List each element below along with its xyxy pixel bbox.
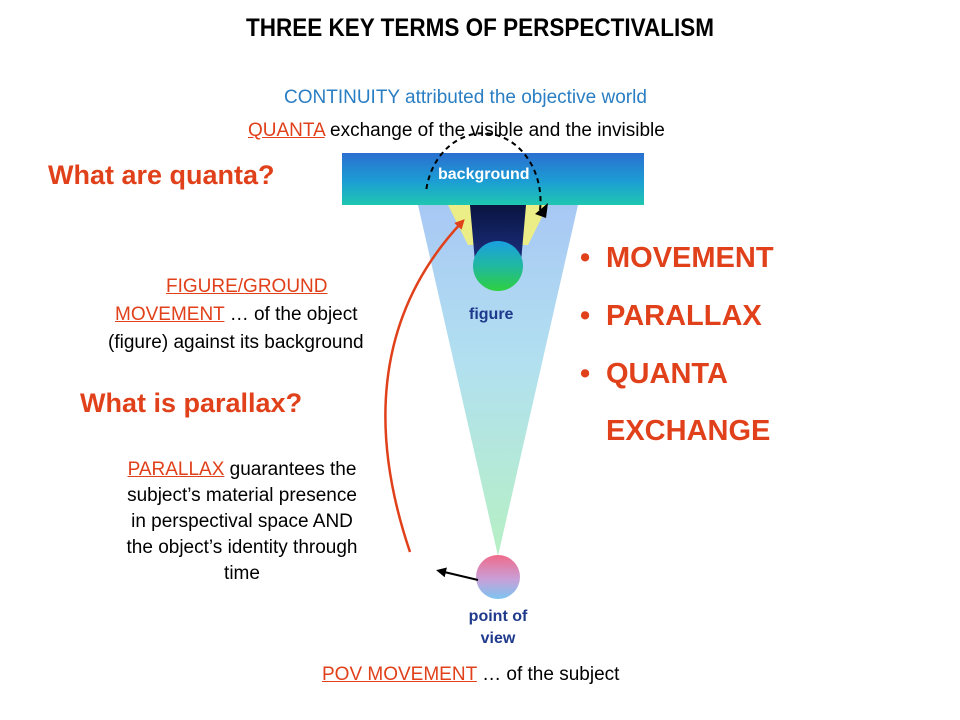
parallax-rest: guarantees the: [224, 459, 357, 480]
movement-term: MOVEMENT: [115, 304, 225, 325]
parallax-line2: subject’s material presence: [127, 485, 357, 506]
background-bar: [342, 153, 644, 205]
slide-title: THREE KEY TERMS OF PERSPECTIVALISM: [246, 14, 714, 42]
continuity-text: CONTINUITY attributed the objective worl…: [284, 87, 647, 108]
parallax-question: What is parallax?: [80, 388, 303, 418]
parallax-line5: time: [224, 563, 260, 584]
figure-ground-heading: FIGURE/GROUND: [166, 274, 328, 300]
bullet-parallax: •PARALLAX: [580, 300, 762, 332]
figure-ground-term: FIGURE/GROUND: [166, 276, 328, 297]
quanta-line: QUANTA exchange of the visible and the i…: [248, 118, 665, 144]
bullet-quanta-label: QUANTA: [606, 358, 728, 390]
pov-movement-rest: … of the subject: [476, 664, 620, 685]
pov-label: point of view: [462, 606, 534, 650]
parallax-arrow: [384, 219, 465, 553]
background-label: background: [438, 166, 530, 183]
dashed-cycle-arrow: [425, 132, 542, 211]
figure-ground-movement: MOVEMENT … of the object: [115, 302, 358, 328]
pov-arrow: [436, 567, 479, 581]
pov-label-line2: view: [480, 630, 516, 647]
bullet-exchange-label: EXCHANGE: [606, 415, 771, 447]
figure-ground-line3: (figure) against its background: [108, 332, 364, 353]
bullet-quanta: •QUANTA: [580, 358, 728, 390]
parallax-line3: in perspectival space AND: [131, 511, 353, 532]
quanta-term: QUANTA: [248, 120, 325, 141]
pov-sphere: [476, 555, 520, 599]
figure-label: figure: [469, 306, 514, 323]
pov-movement-line: POV MOVEMENT … of the subject: [322, 662, 619, 688]
parallax-term: PARALLAX: [127, 459, 225, 480]
pov-label-line1: point of: [468, 608, 528, 625]
figure-sphere: [473, 241, 523, 291]
bullet-movement-label: MOVEMENT: [606, 242, 774, 274]
vision-cone: [418, 205, 578, 556]
quanta-rest: exchange of the visible and the invisibl…: [324, 120, 665, 141]
movement-rest: … of the object: [224, 304, 358, 325]
parallax-line4: the object’s identity through: [126, 537, 358, 558]
parallax-definition: PARALLAX guarantees the subject’s materi…: [104, 457, 380, 587]
pov-movement-term: POV MOVEMENT: [322, 664, 477, 685]
parallax-line1: PARALLAX guarantees the: [104, 457, 380, 483]
bullet-movement: •MOVEMENT: [580, 242, 774, 274]
bullet-parallax-label: PARALLAX: [606, 300, 762, 332]
quanta-question: What are quanta?: [48, 160, 275, 190]
